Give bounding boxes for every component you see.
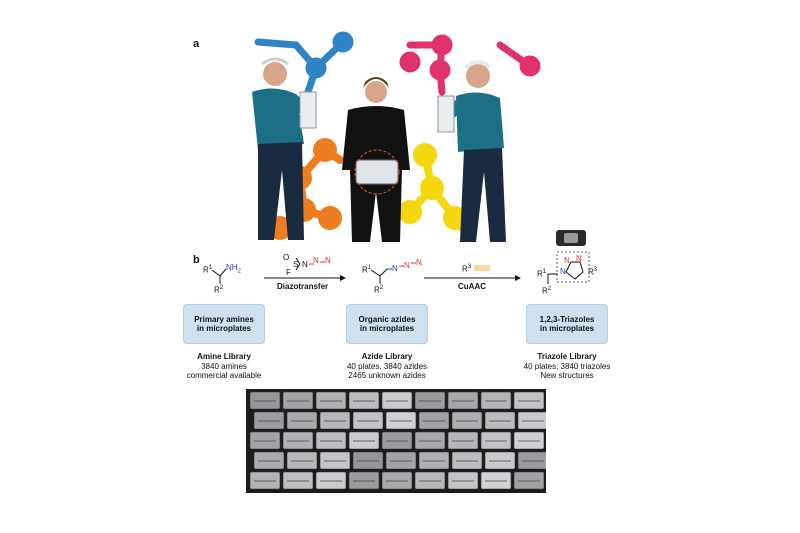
- panel-a-label: a: [193, 38, 200, 50]
- photo-plate-tile: [447, 431, 479, 450]
- triazole-library-line2: New structures: [540, 371, 594, 380]
- photo-plate-tile: [414, 471, 446, 490]
- alkyne-r3: R3: [462, 264, 472, 274]
- amine-nh2: NH2: [226, 263, 241, 275]
- photo-plate-tile: [513, 391, 545, 410]
- photo-plate-tile: [418, 411, 450, 430]
- photo-plate-tile: [315, 471, 347, 490]
- photo-plate-tile: [282, 391, 314, 410]
- photo-plate-tile: [517, 411, 546, 430]
- azide-library-caption: Azide Library 40 plates, 3840 azides 246…: [327, 352, 447, 381]
- diazotransfer-label: Diazotransfer: [277, 282, 329, 291]
- photo-plate-tile: [414, 431, 446, 450]
- triazole-r1: R1: [537, 269, 547, 279]
- photo-plate-tile: [447, 391, 479, 410]
- blue-molecule-left: [254, 31, 354, 96]
- microplates-photo: [246, 389, 546, 493]
- pink-molecule-right: [399, 34, 541, 96]
- azide-library-line2: 2465 unknown azides: [348, 371, 426, 380]
- photo-plate-tile: [249, 471, 281, 490]
- azide-plate: Organic azides in microplates: [346, 304, 428, 344]
- azide-n2: N: [404, 261, 410, 270]
- amine-r2: R2: [214, 285, 224, 295]
- azide-r1: R1: [362, 265, 372, 275]
- azide-n3: N: [416, 258, 422, 267]
- photo-plate-tile: [286, 411, 318, 430]
- photo-plate-tile: [480, 431, 512, 450]
- triazole-n2: N: [564, 256, 570, 265]
- photo-plate-tile: [381, 431, 413, 450]
- azide-r2: R2: [374, 285, 384, 295]
- triazole-r3: R3: [588, 267, 598, 277]
- photo-plate-tile: [513, 431, 545, 450]
- reagent-n1: N: [302, 260, 308, 269]
- photo-plate-tile: [348, 431, 380, 450]
- photo-plate-tile: [282, 431, 314, 450]
- photo-plate-tile: [451, 451, 483, 470]
- photo-plate-tile: [451, 411, 483, 430]
- photo-plate-tile: [282, 471, 314, 490]
- photo-plate-tile: [517, 451, 546, 470]
- photo-plate-tile: [484, 451, 516, 470]
- reagent-o: O: [283, 253, 290, 262]
- reagent-n2: N: [313, 256, 319, 265]
- photo-plate-tile: [249, 391, 281, 410]
- photo-plate-tile: [319, 411, 351, 430]
- scientist-left: [252, 57, 317, 240]
- microplates-photo-image: [249, 391, 546, 490]
- amine-library-caption: Amine Library 3840 amines commercial ava…: [164, 352, 284, 381]
- photo-plate-tile: [352, 411, 384, 430]
- photo-plate-tile: [381, 391, 413, 410]
- triazole-n3: N: [576, 254, 582, 263]
- triazole-r2: R2: [542, 286, 552, 296]
- photo-plate-tile: [352, 451, 384, 470]
- amine-library-line2: commercial available: [186, 371, 262, 380]
- triazole-plate: 1,2,3-Triazoles in microplates: [526, 304, 608, 344]
- photo-plate-tile: [381, 471, 413, 490]
- triazole-library-caption: Triazole Library 40 plates, 3840 triazol…: [507, 352, 627, 381]
- photo-plate-tile: [480, 471, 512, 490]
- photo-plate-tile: [447, 471, 479, 490]
- photo-plate-tile: [414, 391, 446, 410]
- triazole-n-blue: N: [560, 267, 566, 276]
- azide-library-title: Azide Library: [361, 352, 413, 361]
- photo-plate-tile: [253, 411, 285, 430]
- amine-plate: Primary amines in microplates: [183, 304, 265, 344]
- reagent-f: F: [286, 268, 291, 277]
- triazole-library-title: Triazole Library: [537, 352, 597, 361]
- scientist-right: [437, 60, 506, 242]
- amine-library-line1: 3840 amines: [201, 361, 247, 371]
- reagent-n3: N: [325, 256, 331, 265]
- cuaac-label: CuAAC: [458, 282, 486, 291]
- triazole-library-line1: 40 plates, 3840 triazoles: [523, 361, 611, 371]
- photo-plate-tile: [253, 451, 285, 470]
- photo-plate-tile: [348, 471, 380, 490]
- photo-plate-tile: [348, 391, 380, 410]
- amine-r1: R1: [203, 265, 213, 275]
- panel-b-label: b: [193, 254, 200, 266]
- photo-plate-tile: [315, 431, 347, 450]
- photo-plate-tile: [286, 451, 318, 470]
- reagent-s: S: [293, 260, 299, 269]
- photo-plate-tile: [385, 411, 417, 430]
- scientist-centre: [342, 77, 410, 242]
- azide-n1: N: [392, 264, 398, 273]
- azide-library-line1: 40 plates, 3840 azides: [346, 361, 428, 371]
- photo-plate-tile: [480, 391, 512, 410]
- photo-plate-tile: [513, 471, 545, 490]
- photo-plate-tile: [484, 411, 516, 430]
- photo-plate-tile: [385, 451, 417, 470]
- photo-plate-tile: [315, 391, 347, 410]
- photo-plate-tile: [319, 451, 351, 470]
- amine-library-title: Amine Library: [197, 352, 251, 361]
- photo-plate-tile: [249, 431, 281, 450]
- photo-plate-tile: [418, 451, 450, 470]
